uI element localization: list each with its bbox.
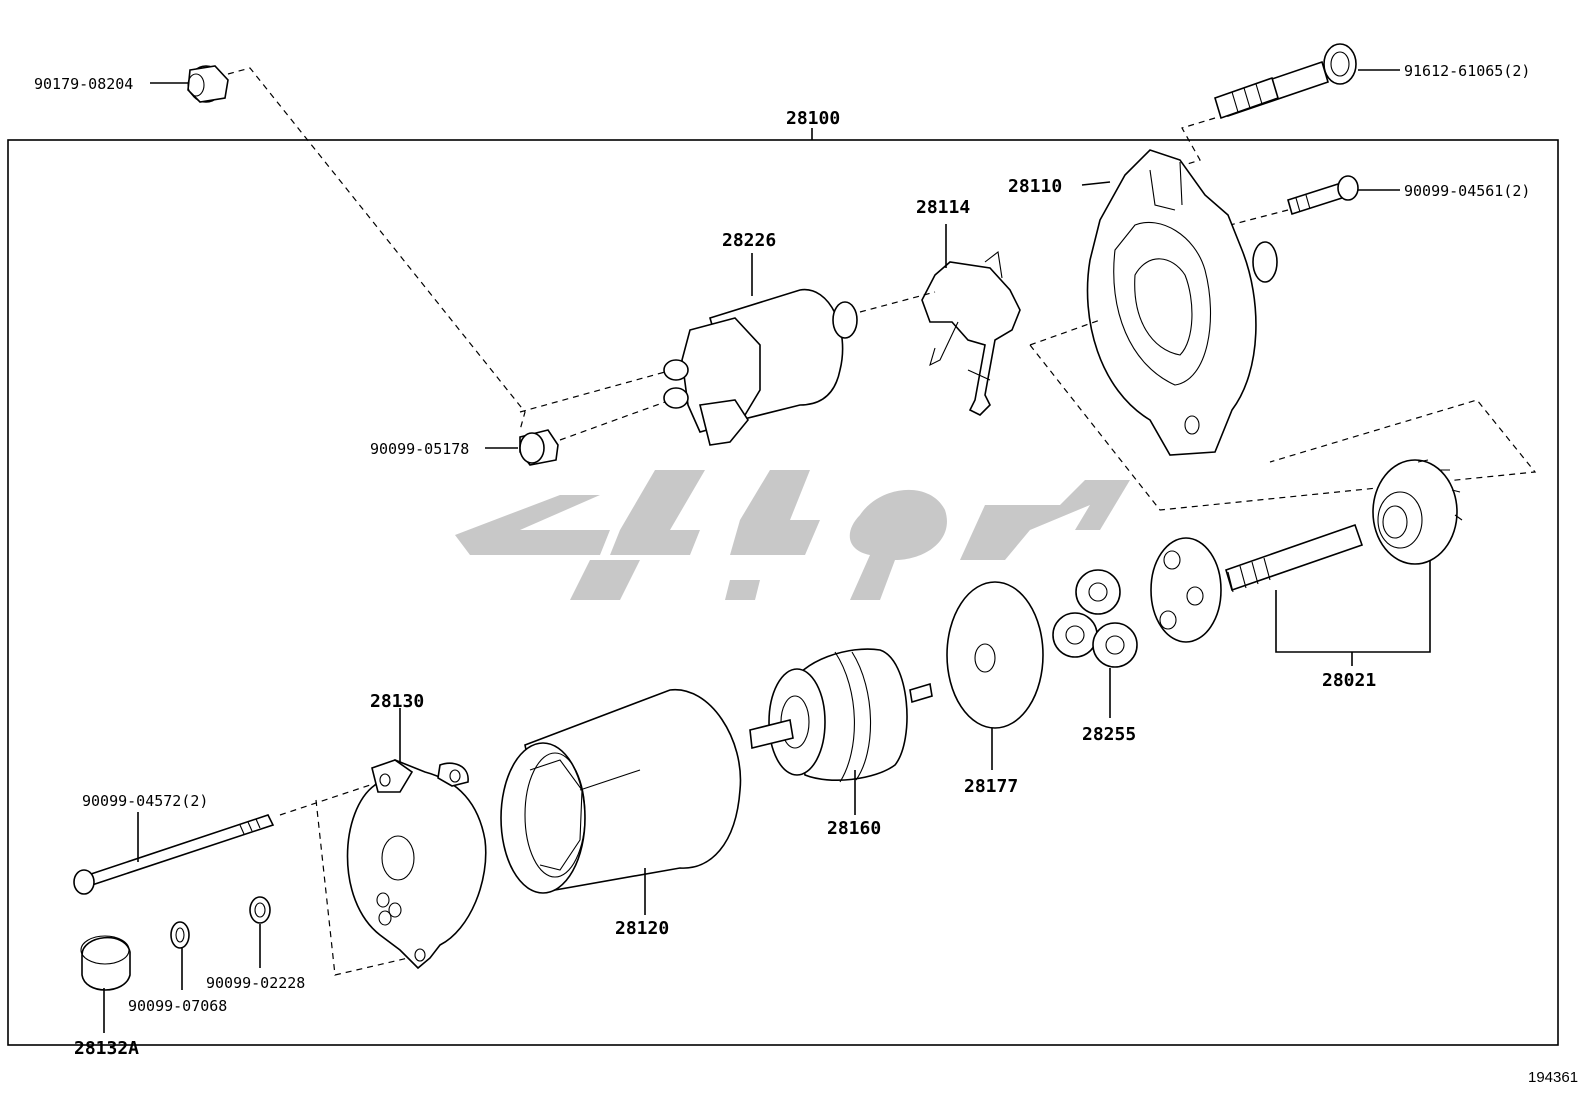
- nut-small-label: 90099-05178: [370, 440, 469, 458]
- washer-a-part: [249, 896, 271, 924]
- through-bolt-part: [73, 814, 275, 895]
- reference-id: 194361: [1528, 1069, 1578, 1086]
- solenoid-label: 28226: [722, 230, 776, 251]
- housing-part: [1086, 149, 1278, 456]
- bolt-mid-right-label: 90099-04561(2): [1404, 182, 1530, 200]
- plate-part: [946, 581, 1044, 729]
- solenoid-part: [663, 289, 858, 446]
- armature-label: 28160: [827, 818, 881, 839]
- cap-label: 28132A: [74, 1038, 139, 1059]
- clutch-shaft-label: 28021: [1322, 670, 1376, 691]
- bolt-top-right-label: 91612-61065(2): [1404, 62, 1530, 80]
- plate-label: 28177: [964, 776, 1018, 797]
- washer-b-part: [170, 921, 190, 949]
- clutch-shaft-part: [1150, 459, 1463, 643]
- nut-top-part: [187, 65, 229, 103]
- housing-label: 28110: [1008, 176, 1062, 197]
- bolt-mid-right-part: [1287, 175, 1359, 216]
- lever-label: 28114: [916, 197, 970, 218]
- lever-part: [921, 250, 1021, 416]
- armature-part: [749, 648, 933, 783]
- nut-top-label: 90179-08204: [34, 75, 133, 93]
- end-frame-label: 28130: [370, 691, 424, 712]
- yoke-part: [500, 689, 742, 894]
- washer-b-label: 90099-07068: [128, 997, 227, 1015]
- planet-gears-label: 28255: [1082, 724, 1136, 745]
- planet-gears-part: [1052, 569, 1138, 668]
- yoke-label: 28120: [615, 918, 669, 939]
- watermark-logo: [455, 470, 1130, 600]
- cap-part: [80, 935, 131, 991]
- washer-a-label: 90099-02228: [206, 974, 305, 992]
- bolt-top-right-part: [1214, 43, 1357, 120]
- end-frame-part: [346, 759, 487, 970]
- nut-small-part: [519, 429, 559, 466]
- assembly-label: 28100: [786, 108, 840, 129]
- through-bolt-label: 90099-04572(2): [82, 792, 208, 810]
- assembly-frame: [7, 139, 1559, 1046]
